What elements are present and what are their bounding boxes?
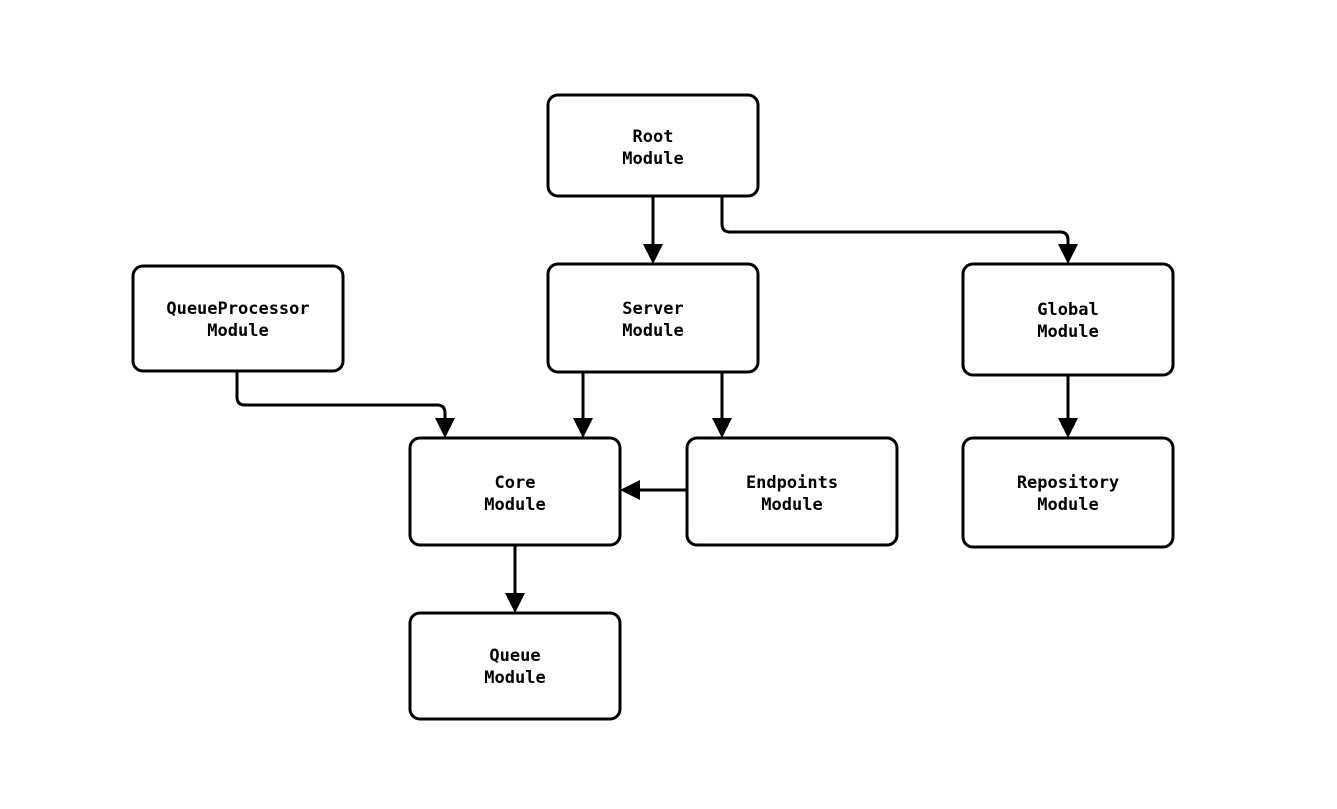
edge-line <box>720 196 1070 251</box>
node-label-line2: Module <box>207 321 268 341</box>
node-label-line2: Module <box>484 495 545 515</box>
arrowhead-icon <box>505 593 525 613</box>
arrowhead-icon <box>1058 244 1078 264</box>
node-label-line2: Module <box>1037 322 1098 342</box>
node-label-line1: Queue <box>489 646 540 666</box>
arrowhead-icon <box>1058 418 1078 438</box>
node-layer: Root Module QueueProcessor Module Server… <box>131 93 1175 721</box>
node-box[interactable] <box>685 436 899 547</box>
node-label-line1: Root <box>633 127 674 147</box>
edge-layer <box>235 196 1078 613</box>
node-label-line1: Repository <box>1017 473 1119 493</box>
node-box[interactable] <box>408 611 622 721</box>
node-global-module[interactable]: Global Module <box>961 262 1175 377</box>
edge-server-to-core <box>573 372 593 438</box>
node-endpoints-module[interactable]: Endpoints Module <box>685 436 899 547</box>
node-label-line1: Endpoints <box>746 473 838 493</box>
node-box[interactable] <box>131 264 345 373</box>
node-label-line2: Module <box>622 321 683 341</box>
arrowhead-icon <box>712 418 732 438</box>
edge-root-to-global <box>720 196 1078 264</box>
edge-line <box>235 371 447 425</box>
node-repository-module[interactable]: Repository Module <box>961 436 1175 549</box>
edge-global-to-repository <box>1058 375 1078 438</box>
node-queueprocessor-module[interactable]: QueueProcessor Module <box>131 264 345 373</box>
edge-server-to-endpoints <box>712 372 732 438</box>
arrowhead-icon <box>643 244 663 264</box>
node-box[interactable] <box>408 436 622 547</box>
node-box[interactable] <box>546 93 760 198</box>
arrowhead-icon <box>573 418 593 438</box>
node-box[interactable] <box>961 262 1175 377</box>
node-box[interactable] <box>961 436 1175 549</box>
node-core-module[interactable]: Core Module <box>408 436 622 547</box>
node-root-module[interactable]: Root Module <box>546 93 760 198</box>
node-label-line1: QueueProcessor <box>166 299 309 319</box>
node-queue-module[interactable]: Queue Module <box>408 611 622 721</box>
edge-core-to-queue <box>505 545 525 613</box>
node-label-line1: Server <box>622 299 683 319</box>
node-server-module[interactable]: Server Module <box>546 262 760 374</box>
node-label-line1: Core <box>495 473 536 493</box>
edge-root-to-server <box>643 196 663 264</box>
node-label-line2: Module <box>484 668 545 688</box>
edge-endpoints-to-core <box>620 480 687 500</box>
node-label-line2: Module <box>622 149 683 169</box>
node-label-line2: Module <box>1037 495 1098 515</box>
node-label-line1: Global <box>1037 300 1098 320</box>
node-label-line2: Module <box>761 495 822 515</box>
arrowhead-icon <box>620 480 640 500</box>
edge-queueprocessor-to-core <box>235 371 455 438</box>
arrowhead-icon <box>435 418 455 438</box>
node-box[interactable] <box>546 262 760 374</box>
